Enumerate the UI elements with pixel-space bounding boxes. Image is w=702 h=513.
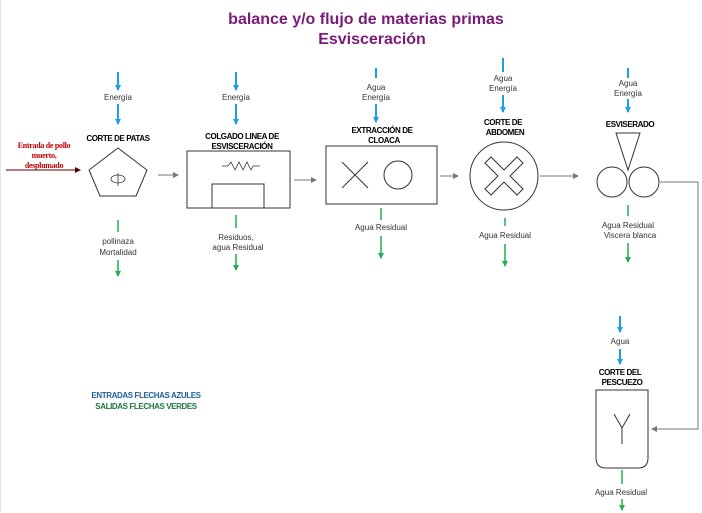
colgado-title-line1: COLGADO LINEA DE <box>205 132 280 141</box>
colgado-output-label1: Residuos, <box>218 233 254 242</box>
corte-patas-title: CORTE DE PATAS <box>86 134 150 143</box>
colgado-title-line2: ESVISCERACIÓN <box>211 142 273 151</box>
extraccion-box <box>325 145 438 205</box>
extraccion-input-label1: Agua <box>367 83 386 92</box>
abdomen-input-label1: Agua <box>494 74 513 83</box>
eviscerado-input-label2: Energía <box>614 89 643 98</box>
circle-icon <box>383 160 413 190</box>
extraccion-output-label: Agua Residual <box>355 223 407 232</box>
extraccion-title-line1: EXTRACCIÓN DE <box>351 126 413 135</box>
pescuezo-title-line2: PESCUEZO <box>602 378 643 387</box>
colgado-notch <box>211 183 265 208</box>
roller-right <box>628 166 660 198</box>
extraccion-title-line2: CLOACA <box>368 136 400 145</box>
flow-line-5 <box>656 181 699 430</box>
corte-patas-output-label1: pollinaza <box>102 237 134 246</box>
colgado-output-label2: agua Residual <box>212 243 263 252</box>
diagram-title: balance y/o flujo de materias primas <box>228 11 504 28</box>
pescuezo-input-label: Agua <box>611 337 630 346</box>
x-cutter-icon <box>484 156 524 196</box>
legend-inputs: ENTRADAS FLECHAS AZULES <box>91 391 201 400</box>
eviscerado-title: ESVISERADO <box>606 120 655 129</box>
pescuezo-output-label: Agua Residual <box>595 488 647 497</box>
entry-label-line3: desplumado <box>25 161 64 170</box>
abdomen-title-line1: CORTE DE <box>484 118 523 127</box>
pescuezo-title-line1: CORTE DEL <box>599 368 642 377</box>
diagram-subtitle: Esvisceración <box>318 31 426 48</box>
y-cutter-icon <box>613 413 631 444</box>
cross-icon-b <box>341 161 369 189</box>
corte-patas-input-label: Energía <box>104 93 133 102</box>
corte-patas-output-label2: Mortalidad <box>99 248 136 257</box>
abdomen-circle <box>469 141 539 211</box>
colgado-input-label: Energía <box>222 93 251 102</box>
entry-label-line2: muerto, <box>32 151 57 160</box>
heater-coil-icon <box>222 161 260 171</box>
eviscerado-output-label1: Agua Residual <box>602 221 654 230</box>
abdomen-input-label2: Energía <box>489 84 518 93</box>
roller-left <box>596 166 628 198</box>
extraccion-input-label2: Energía <box>362 93 391 102</box>
abdomen-output-label: Agua Residual <box>479 231 531 240</box>
colgado-box <box>186 150 291 209</box>
legend-outputs: SALIDAS FLECHAS VERDES <box>95 402 197 411</box>
entry-label-line1: Entrada de pollo <box>18 141 71 150</box>
eviscerado-output-label2: Viscera blanca <box>604 231 657 240</box>
eviscerado-input-label1: Agua <box>619 79 638 88</box>
corte-patas-shape <box>88 147 148 197</box>
funnel-shape <box>615 132 641 172</box>
abdomen-title-line2: ABDOMEN <box>486 128 525 137</box>
